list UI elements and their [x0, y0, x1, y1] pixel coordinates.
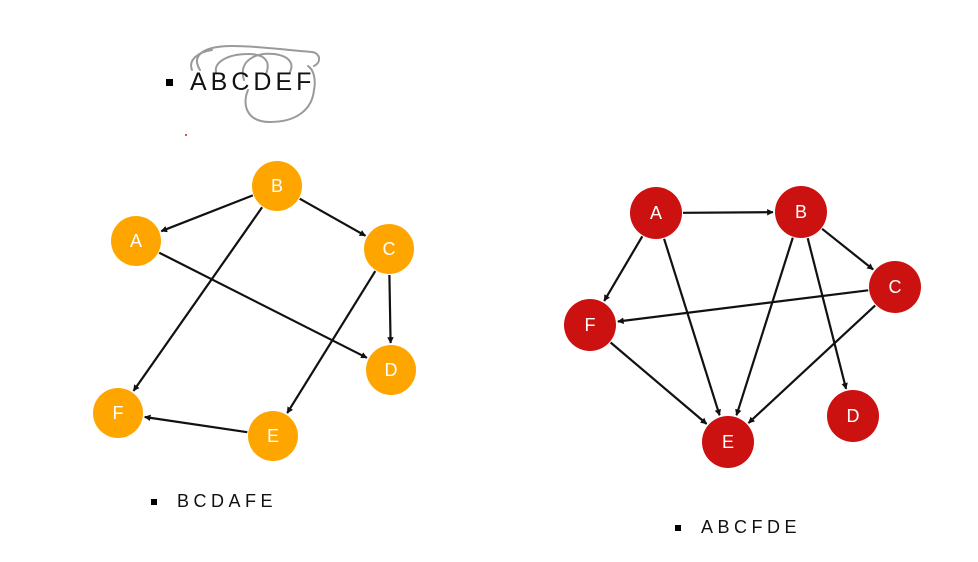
left-edge-e-to-f [144, 414, 248, 434]
left-node-f: F [93, 388, 143, 438]
right-node-e-label: E [722, 432, 734, 452]
caption-left-graph: BCDAFE [151, 491, 277, 512]
left-node-f-circle [93, 388, 143, 438]
left-node-b: B [252, 161, 302, 211]
right-graph-edges [603, 208, 876, 425]
bullet-square-icon [151, 498, 157, 505]
right-node-f-label: F [585, 315, 596, 335]
left-node-d-label: D [385, 360, 398, 380]
bullet-square-icon [675, 524, 681, 531]
right-node-a: A [630, 187, 682, 239]
left-graph: A B C D E F [93, 161, 416, 461]
left-node-c: C [364, 224, 414, 274]
right-edge-b-to-e [735, 237, 794, 416]
left-node-d-circle [366, 345, 416, 395]
right-node-f: F [564, 299, 616, 351]
right-graph-nodes: A B C D E F [564, 186, 921, 468]
left-edge-a-to-d [158, 251, 368, 359]
right-node-d-circle [827, 390, 879, 442]
right-edge-a-to-f [603, 235, 644, 302]
right-node-c-label: C [889, 277, 902, 297]
left-graph-edges [132, 194, 394, 434]
left-node-a: A [111, 216, 161, 266]
right-node-d: D [827, 390, 879, 442]
left-node-e: E [248, 411, 298, 461]
right-node-b-circle [775, 186, 827, 238]
right-edge-b-to-d [806, 237, 848, 390]
right-node-c: C [869, 261, 921, 313]
right-edge-a-to-e [663, 238, 721, 416]
left-node-c-label: C [383, 239, 396, 259]
caption-top: ABCDEF [166, 68, 315, 97]
right-node-c-circle [869, 261, 921, 313]
caption-left-text: BCDAFE [177, 491, 278, 511]
left-node-d: D [366, 345, 416, 395]
caption-right-text: ABCFDE [701, 517, 802, 537]
right-graph: A B C D E F [564, 186, 921, 468]
left-graph-nodes: A B C D E F [93, 161, 416, 461]
right-node-e-circle [702, 416, 754, 468]
right-node-f-circle [564, 299, 616, 351]
right-node-e: E [702, 416, 754, 468]
right-node-a-circle [630, 187, 682, 239]
caption-top-text: ABCDEF [190, 68, 316, 96]
left-node-c-circle [364, 224, 414, 274]
right-edge-f-to-e [609, 341, 708, 425]
left-node-a-label: A [130, 231, 142, 251]
handwritten-annotation [190, 44, 320, 124]
left-node-b-label: B [271, 176, 283, 196]
left-node-e-label: E [267, 426, 279, 446]
right-node-b-label: B [795, 202, 807, 222]
bullet-square-icon [166, 79, 173, 86]
left-node-b-circle [252, 161, 302, 211]
left-edge-b-to-f [132, 206, 264, 392]
left-edge-c-to-d [387, 274, 394, 344]
left-edge-b-to-c [299, 197, 367, 237]
left-node-f-label: F [113, 403, 124, 423]
right-edge-c-to-f [617, 289, 869, 325]
stray-dot [185, 134, 187, 136]
caption-right-graph: ABCFDE [675, 517, 801, 538]
right-node-a-label: A [650, 203, 662, 223]
right-node-d-label: D [847, 406, 860, 426]
right-edge-b-to-c [821, 227, 874, 271]
right-node-b: B [775, 186, 827, 238]
right-edge-a-to-b [682, 208, 774, 216]
left-node-e-circle [248, 411, 298, 461]
left-edge-b-to-a [160, 194, 254, 233]
left-node-a-circle [111, 216, 161, 266]
left-edge-c-to-e [286, 270, 377, 414]
right-edge-c-to-e [747, 304, 876, 424]
